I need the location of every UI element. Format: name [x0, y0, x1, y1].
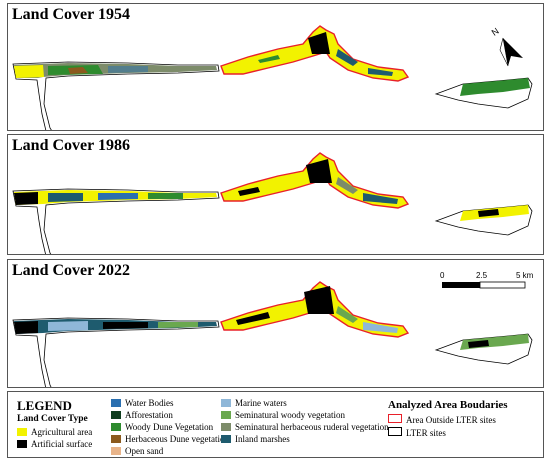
legend-item: Woody Dune Vegetation: [111, 422, 213, 432]
map-1954: N: [12, 25, 533, 130]
swatch: [17, 428, 27, 436]
boundary-item: Area Outside LTER sites: [388, 414, 496, 425]
boundaries-title: Analyzed Area Boudaries: [388, 399, 508, 411]
north-arrow-label: N: [490, 26, 501, 38]
boundary-swatch: [388, 414, 402, 423]
west-site-outline: [12, 61, 220, 130]
boundary-swatch: [388, 427, 402, 436]
scale-label-end: 5 km: [516, 271, 534, 280]
map-1986: [12, 152, 533, 254]
west-site-outline: [12, 188, 220, 254]
legend-subtitle: Land Cover Type: [17, 414, 88, 424]
legend-item: Afforestation: [111, 410, 173, 420]
swatch: [111, 447, 121, 455]
north-arrow: N: [490, 26, 523, 67]
legend-item: Herbaceous Dune vegetation: [111, 434, 229, 444]
map-panel-2022: Land Cover 2022 0 2.5 5 km: [7, 259, 544, 388]
swatch: [111, 423, 121, 431]
legend-item: Artificial surface: [17, 439, 92, 449]
swatch: [111, 399, 121, 407]
legend-item: Seminatural woody vegetation: [221, 410, 345, 420]
boundary-item: LTER sites: [388, 427, 446, 438]
legend-item: Agricultural area: [17, 427, 92, 437]
legend-title: LEGEND: [17, 398, 72, 413]
scale-bar: 0 2.5 5 km: [432, 269, 542, 291]
legend-item: Water Bodies: [111, 398, 174, 408]
swatch: [221, 411, 231, 419]
legend-item: Seminatural herbaceous ruderal vegetatio…: [221, 422, 389, 432]
west-site-outline: [12, 317, 220, 387]
legend: LEGEND Land Cover Type Agricultural area…: [7, 391, 544, 458]
swatch: [221, 399, 231, 407]
panel-title: Land Cover 2022: [12, 262, 130, 279]
legend-item: Marine waters: [221, 398, 287, 408]
swatch: [221, 423, 231, 431]
legend-item: Open sand: [111, 446, 163, 456]
swatch: [111, 435, 121, 443]
map-2022: [12, 281, 533, 387]
swatch: [111, 411, 121, 419]
map-panel-1954: N Land Cover 1954: [7, 3, 544, 131]
panel-title: Land Cover 1954: [12, 6, 130, 23]
scale-label-0: 0: [440, 271, 445, 280]
swatch: [221, 435, 231, 443]
scale-label-mid: 2.5: [476, 271, 488, 280]
legend-item: Inland marshes: [221, 434, 290, 444]
swatch: [17, 440, 27, 448]
panel-title: Land Cover 1986: [12, 137, 130, 154]
map-panel-1986: Land Cover 1986: [7, 134, 544, 255]
